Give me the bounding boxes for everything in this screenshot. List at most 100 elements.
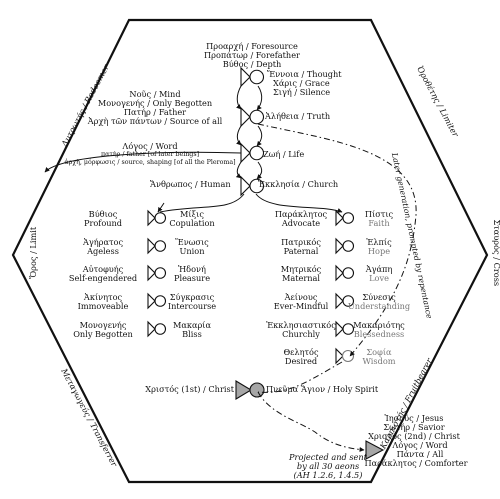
depth-label: Βύθος / Depth — [222, 59, 282, 69]
dodecad-female-greek-0: Πίστις — [364, 209, 394, 219]
link-church-dodecad — [255, 193, 343, 213]
decad-female-english-2: Pleasure — [173, 273, 211, 283]
decad-male-greek-3: Ἀκίνητος — [83, 292, 123, 302]
dodecad-female-greek-5: Σοφία — [366, 347, 392, 357]
decad-female-english-0: Copulation — [169, 218, 215, 228]
word-life-female-circle — [249, 145, 265, 161]
dodecad-male-greek-3: Ἀείνους — [284, 292, 318, 302]
depth-thought-male-triangle — [240, 66, 251, 88]
forefather-label: Προπάτωρ / Forefather — [204, 50, 300, 60]
dodecad-male-greek-0: Παράκλητος — [274, 209, 328, 219]
wisdom-female-circle — [341, 349, 355, 363]
decad-male-greek-1: Ἀγήρατος — [82, 237, 124, 247]
silence-label: Σιγή / Silence — [273, 87, 331, 97]
dodecad-0-female-circle — [342, 212, 355, 224]
dodecad-male-english-0: Advocate — [281, 218, 321, 228]
source-of-all-label: Ἀρχὴ τῶν πάντων / Source of all — [87, 116, 223, 126]
dodecad-female-english-5: Wisdom — [362, 356, 396, 366]
christ-2nd-label: Χριστός (2nd) / Christ — [368, 431, 460, 441]
link-mind-word — [236, 125, 242, 146]
decad-4-male-triangle — [147, 320, 156, 338]
grace-label: Χάρις / Grace — [273, 78, 330, 88]
jesus-label: Ἰησοῦς / Jesus — [384, 413, 444, 423]
edge-label-limit: Ὅρος / Limit — [28, 226, 39, 279]
word-life-male-triangle — [240, 142, 251, 164]
mind-truth-female-circle — [249, 109, 265, 125]
edge-label-cross: Σταυρός / Cross — [492, 219, 500, 287]
decad-male-greek-4: Μονογενής — [79, 320, 127, 330]
decad-male-greek-2: Αὐτοφυής — [82, 264, 124, 274]
truth-label: Ἀλήθεια / Truth — [265, 111, 331, 121]
projected-note-line3: (AH 1.2.6, 1.4.5) — [293, 470, 363, 480]
link-decad-arrow — [157, 202, 165, 213]
father-of-later-label: πατὴρ / father [of later beings] — [100, 151, 200, 158]
dodecad-male-greek-5: Θελητός — [283, 347, 319, 357]
projected-note-line1: Projected and sent — [289, 452, 367, 462]
christ-triangle — [235, 380, 253, 400]
dodecad-male-greek-2: Μητρικός — [280, 264, 322, 274]
decad-female-greek-2: Ἡδονή — [178, 264, 206, 274]
mind-truth-male-triangle — [240, 106, 251, 128]
decad-male-english-3: Immoveable — [77, 301, 129, 311]
word-2nd-label: Λόγος / Word — [392, 440, 448, 450]
dodecad-female-greek-3: Σύνεσις — [362, 292, 396, 302]
thought-label: Ἔννοια / Thought — [267, 69, 342, 79]
dodecad-male-english-3: Ever-Mindful — [273, 301, 329, 311]
hexagon-boundary — [11, 18, 489, 484]
link-human-decad — [159, 193, 245, 213]
decad-female-english-4: Bliss — [182, 329, 202, 339]
only-begotten-label: Μονογενής / Only Begotten — [97, 98, 213, 108]
source-shaping-label: ἀρχὴ, μόρφωσις / source, shaping [of all… — [64, 159, 236, 166]
dodecad-4-male-triangle — [335, 320, 344, 338]
dodecad-1-male-triangle — [335, 237, 344, 255]
link-word-human — [235, 161, 242, 179]
link-thought-mind — [256, 85, 263, 111]
dodecad-female-english-2: Love — [369, 273, 389, 283]
dodecad-male-english-1: Paternal — [283, 246, 319, 256]
decad-male-english-2: Self-engendered — [68, 273, 138, 283]
dodecad-female-english-0: Faith — [368, 218, 390, 228]
decad-female-greek-0: Μίξις — [180, 209, 204, 219]
holy-spirit-label: Πνεῦμα Ἅγιον / Holy Spirit — [266, 384, 379, 394]
jesus-triangle — [365, 440, 385, 460]
link-truth-word — [256, 125, 263, 147]
holy-spirit-circle — [249, 382, 265, 398]
decad-male-english-1: Ageless — [87, 246, 119, 256]
life-label: Ζωή / Life — [263, 149, 305, 159]
dodecad-2-female-circle — [342, 267, 355, 279]
connector-lines — [44, 85, 417, 453]
decad-1-male-triangle — [147, 237, 156, 255]
dodecad-0-male-triangle — [335, 209, 344, 227]
human-label: Ἄνθρωπος / Human — [150, 179, 231, 189]
decad-1-female-circle — [154, 240, 167, 252]
decad-female-greek-1: Ἕνωσις — [175, 237, 209, 247]
aeon-nodes — [147, 66, 385, 460]
desired-male-triangle — [335, 347, 344, 365]
dodecad-male-greek-1: Πατρικός — [281, 237, 321, 247]
link-spirit-jesus — [257, 391, 365, 453]
decad-male-english-0: Profound — [83, 218, 123, 228]
foresource-label: Προαρχή / Foresource — [206, 41, 298, 51]
decad-male-greek-0: Βύθιος — [88, 209, 118, 219]
dodecad-female-english-4: Blessedness — [353, 329, 405, 339]
dodecad-male-english-4: Churchly — [282, 329, 320, 339]
comforter-label: Παράκλητος / Comforter — [364, 458, 468, 468]
all-label: Πάντα / All — [396, 449, 444, 459]
savior-label: Σωτήρ / Savior — [383, 422, 445, 432]
church-label: Ἐκκλησία / Church — [258, 179, 339, 189]
dodecad-2-male-triangle — [335, 264, 344, 282]
decad-2-male-triangle — [147, 264, 156, 282]
decad-male-english-4: Only Begotten — [73, 329, 133, 339]
link-life-human — [256, 161, 263, 180]
link-wisdom-spirit — [257, 361, 343, 393]
decad-4-female-circle — [154, 323, 167, 335]
christ-label: Χριστός (1st) / Christ — [145, 384, 234, 394]
decad-2-female-circle — [154, 267, 167, 279]
dodecad-male-english-2: Maternal — [281, 273, 321, 283]
decad-3-male-triangle — [147, 292, 156, 310]
link-depth-mind — [236, 85, 242, 110]
dodecad-3-male-triangle — [335, 292, 344, 310]
decad-female-greek-4: Μακαρία — [172, 320, 212, 330]
decad-0-male-triangle — [147, 209, 156, 227]
